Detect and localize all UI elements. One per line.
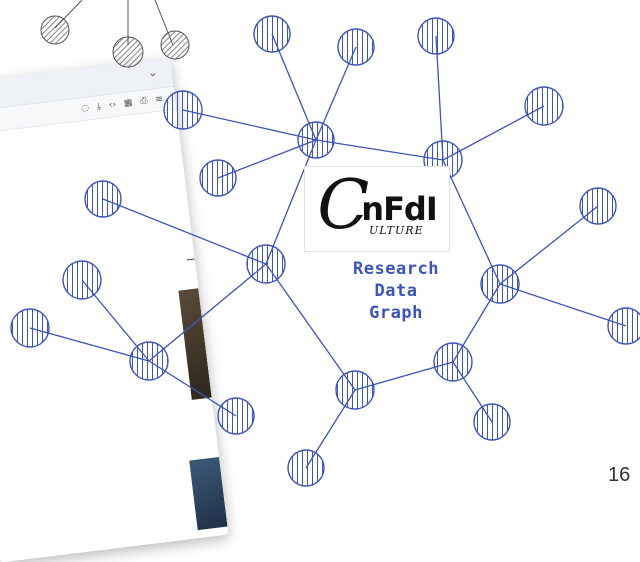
graph-label-line: Research <box>353 259 439 279</box>
graph-node <box>607 307 640 345</box>
graph-node <box>253 15 291 53</box>
graph-node <box>579 187 617 225</box>
logo-sub-text: ULTURE <box>369 224 424 237</box>
graph-node <box>433 342 473 382</box>
logo-main-text: nFdI <box>361 190 437 228</box>
graph-label-line: Graph <box>369 303 423 324</box>
graph-node <box>62 260 102 300</box>
graph-node <box>417 17 455 55</box>
graph-nodes <box>10 15 640 487</box>
graph-node <box>297 121 335 159</box>
graph-node <box>163 90 203 130</box>
graph-node <box>337 28 375 66</box>
graph-node <box>129 341 169 381</box>
graph-node <box>199 159 237 197</box>
graph-label-line: Data <box>374 281 418 302</box>
research-data-graph <box>10 0 640 487</box>
graph-node <box>335 370 375 410</box>
graph-node <box>246 244 286 284</box>
page-number: 16 <box>608 464 631 486</box>
background-tree <box>54 0 174 46</box>
graph-node <box>10 308 50 348</box>
nfdi-culture-logo: C nFdI ULTURE <box>304 166 450 252</box>
graph-node <box>217 397 255 435</box>
graph-node <box>480 264 520 304</box>
background-node <box>40 15 190 68</box>
graph-node <box>524 86 564 126</box>
graph-label: Research Data Graph <box>316 258 476 324</box>
graph-node <box>84 180 122 218</box>
logo-letter: C <box>317 166 370 245</box>
graph-node <box>473 403 511 441</box>
graph-node <box>287 449 325 487</box>
